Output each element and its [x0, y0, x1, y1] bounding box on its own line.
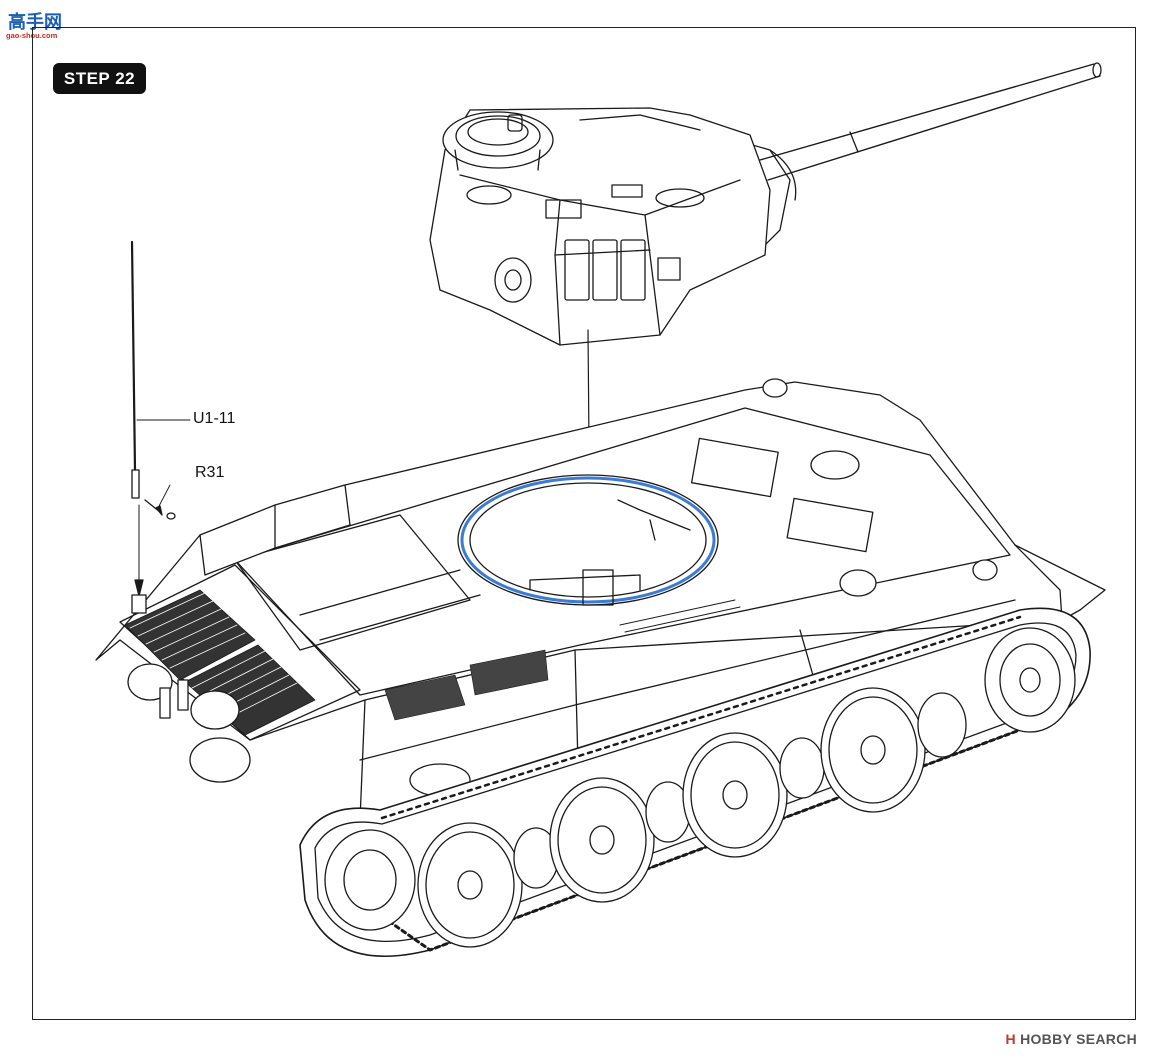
hobby-search-watermark: H HOBBY SEARCH [1005, 1031, 1137, 1047]
running-gear [299, 607, 1091, 958]
screw-part [144, 484, 176, 520]
hull [95, 378, 1106, 821]
part-label-screw: R31 [195, 464, 225, 481]
instruction-frame [32, 27, 1136, 1020]
watermark-mark: H [1005, 1031, 1016, 1047]
step-badge: STEP 22 [53, 63, 146, 94]
watermark-text: HOBBY SEARCH [1020, 1031, 1137, 1047]
part-label-antenna: U1-11 [193, 410, 236, 427]
logo-url: gao-shou.com [6, 31, 58, 40]
antenna-part [130, 240, 191, 499]
antenna-arrow-head [134, 579, 144, 597]
turret [429, 62, 1102, 346]
